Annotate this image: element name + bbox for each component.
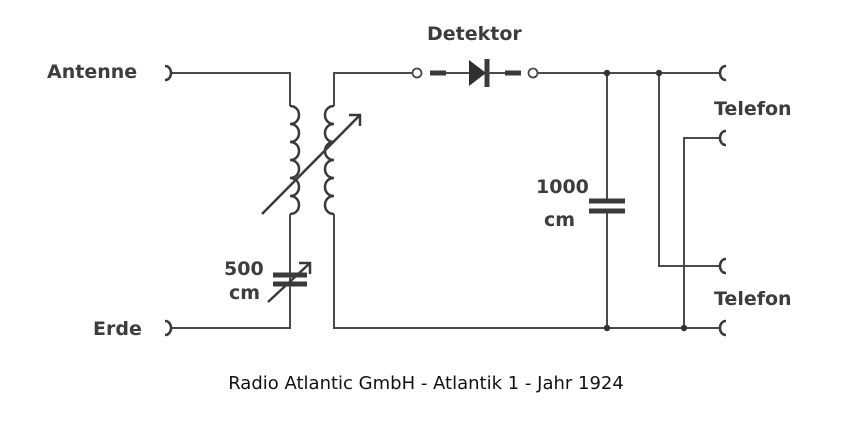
antenna-wire	[170, 72, 291, 106]
capacitor-1000-value: 1000	[536, 176, 589, 198]
fixed-capacitor-1000	[589, 198, 625, 214]
junction-dot	[655, 69, 663, 77]
telefon-bottom-label: Telefon	[714, 288, 792, 310]
antenne-terminal	[164, 64, 173, 82]
variable-capacitor-500	[267, 261, 312, 303]
capacitor-500-unit: cm	[229, 282, 260, 304]
junction-dot	[680, 324, 688, 332]
detector-terminal-right	[527, 67, 539, 79]
telefon-link-1	[658, 73, 720, 267]
earth-wire	[170, 223, 291, 329]
erde-label: Erde	[93, 318, 142, 340]
secondary-top-wire	[333, 72, 413, 106]
junction-dot	[603, 69, 611, 77]
telefon-terminal	[718, 64, 727, 82]
detector-terminal-left	[411, 67, 423, 79]
telefon-top-label: Telefon	[714, 98, 792, 120]
secondary-coil	[323, 104, 335, 216]
telefon-link-2	[683, 137, 720, 328]
telefon-terminal	[718, 257, 727, 275]
primary-coil	[289, 104, 301, 216]
telefon-terminal	[718, 319, 727, 337]
variable-coupling-arrow	[261, 113, 362, 215]
capacitor-500-value: 500	[224, 258, 264, 280]
diode-triangle	[469, 60, 486, 86]
detector-crystal	[411, 59, 539, 87]
figure-caption: Radio Atlantic GmbH - Atlantik 1 - Jahr …	[228, 373, 624, 394]
telefon-terminal	[718, 129, 727, 147]
detektor-label: Detektor	[427, 23, 522, 45]
erde-terminal	[164, 319, 173, 337]
antenne-label: Antenne	[47, 61, 137, 83]
capacitor-1000-unit: cm	[544, 209, 575, 231]
junction-dot	[603, 324, 611, 332]
secondary-bottom-wire	[333, 214, 720, 329]
